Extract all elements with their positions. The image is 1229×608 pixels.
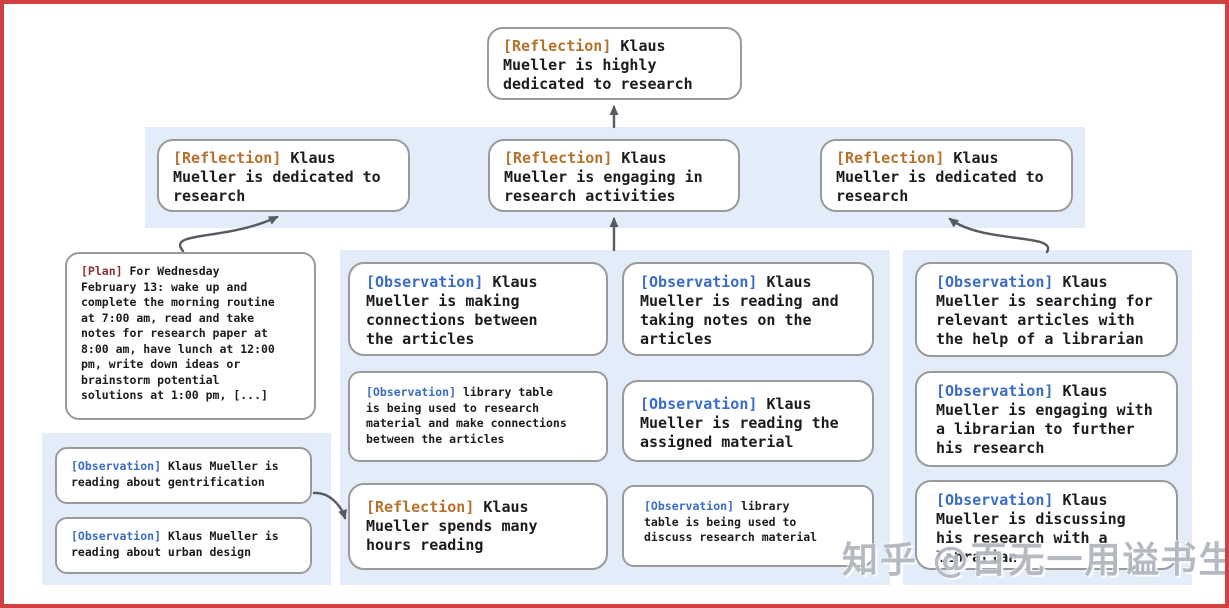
node-observation-library-table-discuss: [Observation] library table is being use… — [622, 485, 874, 567]
node-text: library table is being used to research … — [366, 385, 567, 446]
node-text: Klaus Mueller is reading about gentrific… — [71, 459, 279, 489]
node-text: Klaus Mueller is dedicated to research — [173, 149, 381, 205]
memory-type-tag: [Plan] — [81, 264, 123, 278]
node-text: library table is being used to discuss r… — [644, 499, 818, 544]
node-observation-searching-articles: [Observation] Klaus Mueller is searching… — [915, 262, 1178, 357]
memory-type-tag: [Observation] — [640, 395, 758, 413]
memory-type-tag: [Observation] — [644, 499, 735, 513]
node-text: Klaus Mueller spends many hours reading — [366, 498, 538, 554]
node-text: Klaus Mueller is reading the assigned ma… — [640, 395, 839, 451]
node-observation-urban-design: [Observation] Klaus Mueller is reading a… — [55, 517, 312, 574]
memory-type-tag: [Observation] — [936, 273, 1054, 291]
arrow-observations-to-spends-reflection — [312, 491, 347, 520]
node-text: Klaus Mueller is dedicated to research — [836, 149, 1044, 205]
node-reflection-dedicated-left: [Reflection] Klaus Mueller is dedicated … — [157, 139, 410, 212]
node-reflection-engaging-activities: [Reflection] Klaus Mueller is engaging i… — [488, 139, 740, 212]
node-plan-wednesday: [Plan] For Wednesday February 13: wake u… — [65, 252, 316, 420]
node-reflection-spends-hours-reading: [Reflection] Klaus Mueller spends many h… — [348, 483, 608, 570]
memory-type-tag: [Observation] — [366, 273, 484, 291]
memory-type-tag: [Observation] — [936, 491, 1054, 509]
memory-type-tag: [Observation] — [71, 529, 162, 543]
node-observation-discussing-librarian: [Observation] Klaus Mueller is discussin… — [915, 480, 1178, 570]
memory-type-tag: [Reflection] — [836, 149, 945, 167]
node-observation-gentrification: [Observation] Klaus Mueller is reading a… — [55, 447, 312, 504]
node-text: Klaus Mueller is searching for relevant … — [936, 273, 1153, 348]
node-text: Klaus Mueller is engaging in research ac… — [504, 149, 703, 205]
memory-type-tag: [Observation] — [640, 273, 758, 291]
arrow-plan-to-left-reflection — [179, 215, 279, 253]
memory-type-tag: [Reflection] — [173, 149, 282, 167]
node-text: Klaus Mueller is discussing his research… — [936, 491, 1126, 566]
memory-type-tag: [Reflection] — [503, 37, 612, 55]
memory-type-tag: [Reflection] — [366, 498, 475, 516]
memory-type-tag: [Observation] — [71, 459, 162, 473]
node-observation-engaging-librarian: [Observation] Klaus Mueller is engaging … — [915, 371, 1178, 467]
node-reflection-highly-dedicated: [Reflection] Klaus Mueller is highly ded… — [487, 27, 742, 100]
memory-type-tag: [Reflection] — [504, 149, 613, 167]
node-text: Klaus Mueller is engaging with a librari… — [936, 382, 1153, 457]
memory-type-tag: [Observation] — [936, 382, 1054, 400]
node-observation-reading-assigned-material: [Observation] Klaus Mueller is reading t… — [622, 380, 874, 462]
node-text: Klaus Mueller is reading and taking note… — [640, 273, 839, 348]
node-text: Klaus Mueller is highly dedicated to res… — [503, 37, 693, 93]
node-text: Klaus Mueller is making connections betw… — [366, 273, 538, 348]
node-observation-making-connections: [Observation] Klaus Mueller is making co… — [348, 262, 608, 356]
memory-type-tag: [Observation] — [366, 385, 457, 399]
arrow-rightpanel-to-right-reflection — [948, 217, 1050, 254]
node-observation-reading-taking-notes: [Observation] Klaus Mueller is reading a… — [622, 262, 874, 356]
node-observation-library-table-research: [Observation] library table is being use… — [348, 371, 608, 462]
node-text: For Wednesday February 13: wake up and c… — [81, 264, 275, 402]
node-text: Klaus Mueller is reading about urban des… — [71, 529, 279, 559]
node-reflection-dedicated-right: [Reflection] Klaus Mueller is dedicated … — [820, 139, 1073, 212]
